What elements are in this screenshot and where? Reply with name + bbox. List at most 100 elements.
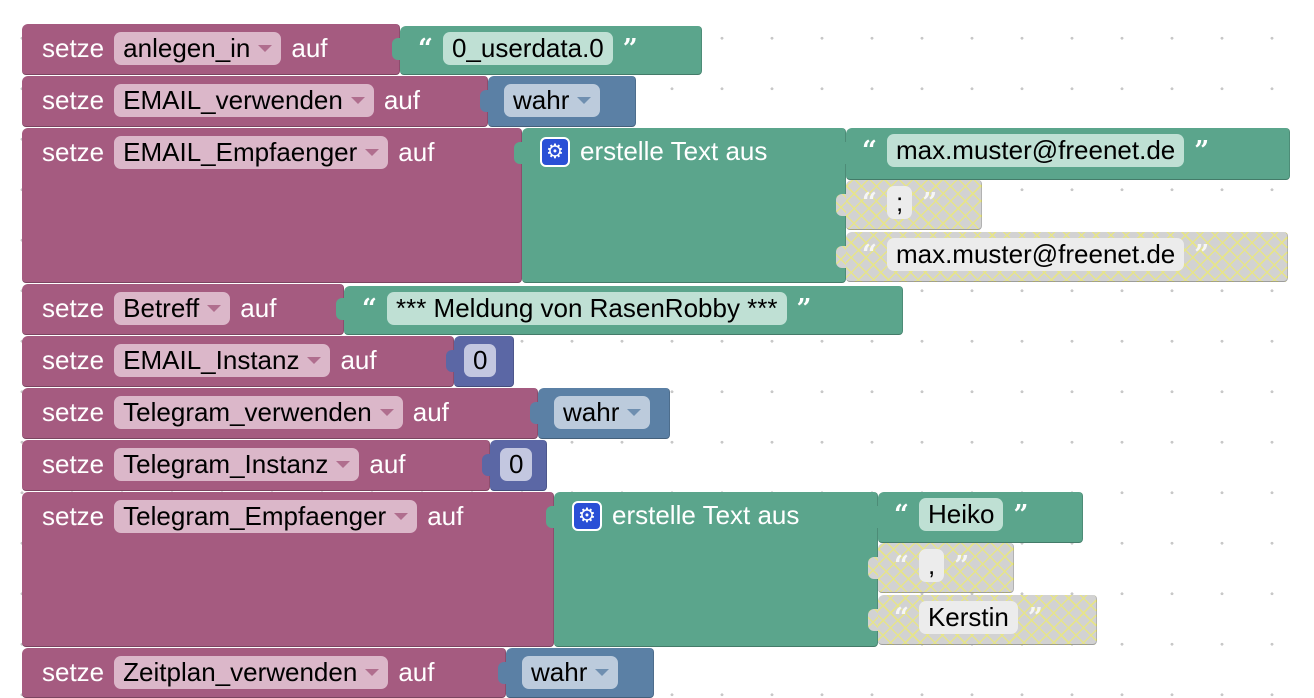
to-label: auf xyxy=(398,137,435,167)
open-quote-icon: “ xyxy=(894,602,909,633)
text-value-block[interactable]: “*** Meldung von RasenRobby ***” xyxy=(344,286,903,335)
set-variable-block[interactable]: setze Telegram_verwenden auf xyxy=(22,388,538,439)
variable-name: Telegram_Empfaenger xyxy=(123,501,387,531)
chevron-down-icon xyxy=(379,409,394,416)
text-value-block[interactable]: “0_userdata.0” xyxy=(400,26,702,75)
connector-tab xyxy=(546,506,556,528)
number-row: 0 xyxy=(500,448,533,481)
connector-tab xyxy=(868,506,878,528)
join-value-block[interactable]: ⚙ erstelle Text aus xyxy=(554,492,878,647)
connector-tab xyxy=(836,194,846,216)
set-label: setze xyxy=(42,397,105,427)
chevron-down-icon xyxy=(577,97,592,104)
open-quote-icon: “ xyxy=(862,135,877,166)
to-label: auf xyxy=(412,397,449,427)
variable-dropdown[interactable]: Betreff xyxy=(114,292,231,325)
to-label: auf xyxy=(383,85,420,115)
text-literal-content: “ max.muster@freenet.de ” xyxy=(862,134,1209,167)
variable-dropdown[interactable]: EMAIL_verwenden xyxy=(114,84,374,117)
close-quote-icon: ” xyxy=(1194,239,1210,270)
set-variable-block[interactable]: setze EMAIL_Empfaenger auf xyxy=(22,128,522,283)
variable-name: Telegram_Instanz xyxy=(123,449,329,479)
set-label: setze xyxy=(42,137,105,167)
number-field[interactable]: 0 xyxy=(500,448,533,481)
number-value-block[interactable]: 0 xyxy=(454,336,514,387)
text-field[interactable]: Kerstin xyxy=(918,601,1018,634)
variable-name: anlegen_in xyxy=(123,33,251,63)
text-literal-content: “;” xyxy=(862,186,937,219)
variable-dropdown[interactable]: Telegram_Empfaenger xyxy=(114,500,418,533)
text-field[interactable]: , xyxy=(918,549,945,582)
variable-name: EMAIL_Instanz xyxy=(123,345,300,375)
close-quote-icon: ” xyxy=(954,550,970,581)
variable-dropdown[interactable]: EMAIL_Instanz xyxy=(114,344,331,377)
chevron-down-icon xyxy=(207,305,222,312)
text-literal-content: “*** Meldung von RasenRobby ***” xyxy=(362,292,812,325)
gear-icon[interactable]: ⚙ xyxy=(572,500,602,531)
boolean-value-block[interactable]: wahr xyxy=(488,76,636,127)
connector-tab xyxy=(392,38,402,60)
boolean-row: wahr xyxy=(522,656,619,689)
variable-name: EMAIL_Empfaenger xyxy=(123,137,358,167)
boolean-row: wahr xyxy=(554,396,651,429)
open-quote-icon: “ xyxy=(894,499,909,530)
text-field[interactable]: max.muster@freenet.de xyxy=(886,238,1185,271)
set-label: setze xyxy=(42,501,105,531)
boolean-value: wahr xyxy=(531,657,588,687)
disabled-text-block[interactable]: “max.muster@freenet.de” xyxy=(846,232,1288,282)
text-field[interactable]: *** Meldung von RasenRobby *** xyxy=(386,292,787,325)
variable-name: EMAIL_verwenden xyxy=(123,85,343,115)
disabled-text-block[interactable]: “Kerstin” xyxy=(878,595,1097,645)
connector-tab xyxy=(868,557,878,579)
number-value-block[interactable]: 0 xyxy=(490,440,547,491)
chevron-down-icon xyxy=(365,669,380,676)
text-field[interactable]: 0_userdata.0 xyxy=(442,32,613,65)
join-value-block[interactable]: ⚙erstelle Text aus xyxy=(522,128,846,283)
variable-dropdown[interactable]: Zeitplan_verwenden xyxy=(114,656,389,689)
boolean-dropdown[interactable]: wahr xyxy=(554,396,651,429)
variable-dropdown[interactable]: Telegram_verwenden xyxy=(114,396,403,429)
set-variable-row: setze EMAIL_Empfaenger auf xyxy=(42,136,434,169)
text-field[interactable]: max.muster@freenet.de xyxy=(886,134,1185,167)
number-field[interactable]: 0 xyxy=(464,344,497,377)
close-quote-icon: ” xyxy=(1194,135,1210,166)
variable-dropdown[interactable]: EMAIL_Empfaenger xyxy=(114,136,389,169)
set-label: setze xyxy=(42,345,105,375)
variable-name: Zeitplan_verwenden xyxy=(123,657,358,687)
boolean-value-block[interactable]: wahr xyxy=(506,648,654,698)
to-label: auf xyxy=(291,33,328,63)
text-block[interactable]: “ max.muster@freenet.de ” xyxy=(846,128,1290,180)
variable-dropdown[interactable]: anlegen_in xyxy=(114,32,282,65)
gear-icon[interactable]: ⚙ xyxy=(540,136,570,167)
text-field[interactable]: Heiko xyxy=(918,498,1004,531)
disabled-text-block[interactable]: “,” xyxy=(878,543,1014,593)
join-row: ⚙erstelle Text aus xyxy=(540,136,767,167)
variable-name: Telegram_verwenden xyxy=(123,397,372,427)
boolean-dropdown[interactable]: wahr xyxy=(522,656,619,689)
variable-dropdown[interactable]: Telegram_Instanz xyxy=(114,448,360,481)
join-label: erstelle Text aus xyxy=(612,500,800,530)
to-label: auf xyxy=(240,293,277,323)
boolean-value-block[interactable]: wahr xyxy=(538,388,670,439)
join-row: ⚙ erstelle Text aus xyxy=(572,500,799,531)
text-field[interactable]: ; xyxy=(886,186,913,219)
text-block[interactable]: “Heiko” xyxy=(878,492,1083,543)
boolean-dropdown[interactable]: wahr xyxy=(504,84,601,117)
close-quote-icon: ” xyxy=(922,187,938,218)
text-literal-content: “Kerstin” xyxy=(894,601,1043,634)
boolean-row: wahr xyxy=(504,84,601,117)
connector-tab xyxy=(530,402,540,424)
connector-tab xyxy=(336,298,346,320)
disabled-text-block[interactable]: “;” xyxy=(846,180,982,230)
